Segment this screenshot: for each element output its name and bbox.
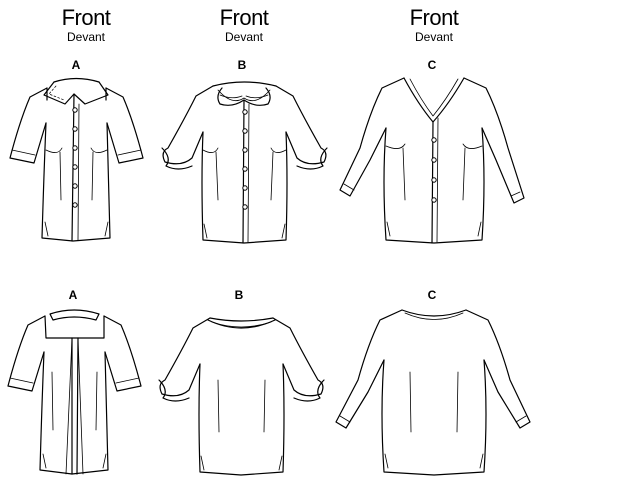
heading-title: Front (219, 5, 269, 30)
front-view-b-blouse (161, 81, 328, 244)
front-view-c-blouse (339, 77, 525, 244)
heading-front-b: Front Devant (184, 5, 304, 45)
heading-title: Front (61, 5, 111, 30)
heading-subtitle: Devant (66, 30, 106, 44)
view-label-front-b: B (237, 58, 247, 72)
view-label-front-c: C (427, 58, 437, 72)
view-label-back-a: A (68, 288, 78, 302)
back-view-b-blouse (158, 317, 325, 476)
heading-front-c: Front Devant (374, 5, 494, 45)
view-label-front-a: A (71, 58, 81, 72)
back-view-a-blouse (7, 309, 142, 475)
view-label-back-c: C (427, 288, 437, 302)
heading-title: Front (409, 5, 459, 30)
back-view-c-blouse (335, 309, 531, 476)
front-view-a-blouse (9, 77, 144, 242)
heading-front-a: Front Devant (26, 5, 146, 45)
heading-subtitle: Devant (414, 30, 454, 44)
heading-subtitle: Devant (224, 30, 264, 44)
view-label-back-b: B (234, 288, 244, 302)
